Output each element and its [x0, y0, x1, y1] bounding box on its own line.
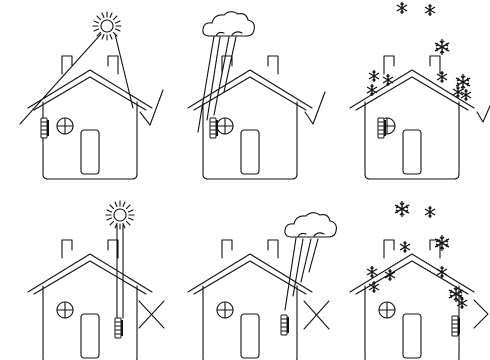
panel-snow-unit-exposed — [350, 201, 488, 360]
house-icon — [28, 240, 152, 360]
panel-sun-unit-open — [20, 12, 163, 179]
outdoor-unit-icon — [452, 316, 460, 336]
cross-mark-icon — [304, 301, 329, 329]
outdoor-unit-icon — [210, 118, 218, 138]
outdoor-unit-icon — [41, 118, 49, 138]
panel-snow-unit-sheltered — [350, 2, 490, 179]
panel-sun-unit-exposed — [28, 201, 164, 360]
cross-mark-icon — [139, 301, 164, 328]
house-icon — [28, 56, 152, 179]
snowflakes-icon — [367, 201, 467, 309]
check-mark-icon — [477, 106, 490, 122]
sun-icon — [106, 201, 134, 229]
panel-rain-unit-sheltered — [188, 12, 325, 179]
outdoor-unit-icon — [281, 315, 289, 335]
check-mark-icon — [305, 92, 325, 124]
snowflakes-icon — [367, 2, 471, 101]
sun-ray-lines — [20, 34, 133, 124]
outdoor-unit-icon — [115, 318, 123, 338]
cross-mark-icon — [474, 300, 488, 328]
house-icon — [350, 56, 474, 179]
cloud-rain-icon — [285, 213, 337, 310]
sun-icon — [93, 12, 121, 40]
outdoor-unit-icon — [378, 118, 386, 138]
house-icon — [188, 56, 312, 179]
panel-rain-unit-exposed — [188, 213, 336, 360]
